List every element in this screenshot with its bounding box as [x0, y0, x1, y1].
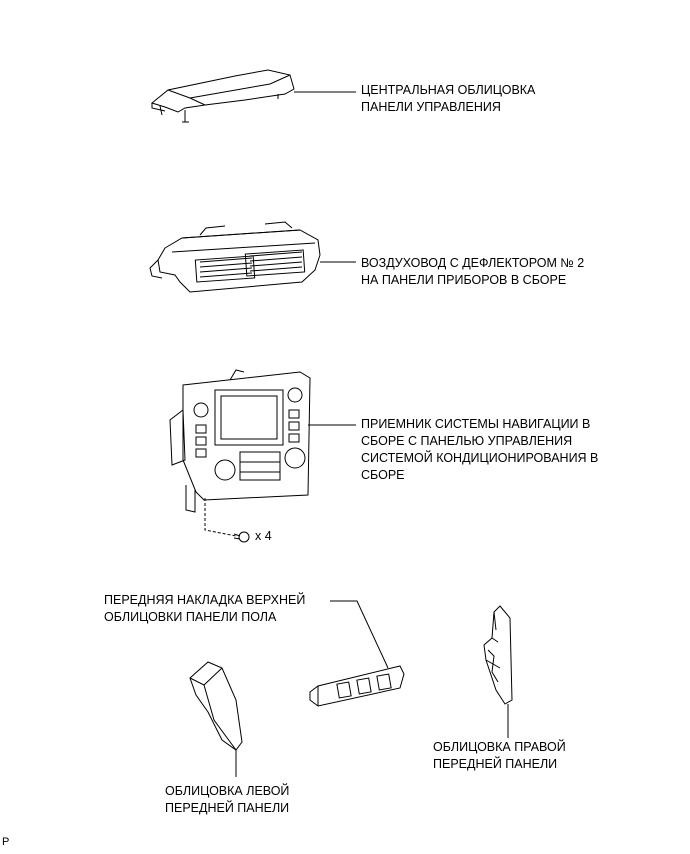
left-front-panel-label-line-1: ОБЛИЦОВКА ЛЕВОЙ: [165, 784, 290, 798]
navigation-receiver-label-line-3: СИСТЕМОЙ КОНДИЦИОНИРОВАНИЯ В: [361, 451, 599, 465]
front-console-panel-label: ПЕРЕДНЯЯ НАКЛАДКА ВЕРХНЕЙ ОБЛИЦОВКИ ПАНЕ…: [104, 592, 305, 626]
left-front-panel-part: [189, 661, 243, 751]
front-console-panel-label-line-1: ПЕРЕДНЯЯ НАКЛАДКА ВЕРХНЕЙ: [104, 593, 306, 607]
corner-mark: P: [2, 836, 10, 848]
navigation-receiver-label-line-2: СБОРЕ С ПАНЕЛЬЮ УПРАВЛЕНИЯ: [361, 434, 573, 448]
navigation-receiver-label-line-1: ПРИЕМНИК СИСТЕМЫ НАВИГАЦИИ В: [361, 417, 591, 431]
right-front-panel-part: [483, 605, 513, 705]
center-cover-part: [150, 69, 295, 123]
front-console-panel-part: [309, 665, 405, 707]
navigation-receiver-part: [169, 369, 311, 513]
air-duct-label: ВОЗДУХОВОД С ДЕФЛЕКТОРОМ № 2 НА ПАНЕЛИ П…: [361, 255, 584, 289]
air-duct-part: [149, 221, 321, 293]
left-front-panel-label-line-2: ПЕРЕДНЕЙ ПАНЕЛИ: [165, 801, 290, 815]
center-cover-label-line-1: ЦЕНТРАЛЬНАЯ ОБЛИЦОВКА: [361, 83, 536, 97]
left-front-panel-label: ОБЛИЦОВКА ЛЕВОЙ ПЕРЕДНЕЙ ПАНЕЛИ: [165, 783, 289, 817]
navigation-receiver-label-line-4: СБОРЕ: [361, 468, 405, 482]
screw-guide-dashed: [204, 498, 237, 537]
screw-icon: [233, 531, 250, 543]
right-front-panel-label-line-2: ПЕРЕДНЕЙ ПАНЕЛИ: [433, 757, 558, 771]
front-console-panel-label-line-2: ОБЛИЦОВКИ ПАНЕЛИ ПОЛА: [104, 610, 277, 624]
air-duct-label-line-1: ВОЗДУХОВОД С ДЕФЛЕКТОРОМ № 2: [361, 256, 585, 270]
front-console-panel-leader: [330, 600, 389, 669]
right-front-panel-label-line-1: ОБЛИЦОВКА ПРАВОЙ: [433, 740, 566, 754]
navigation-receiver-label: ПРИЕМНИК СИСТЕМЫ НАВИГАЦИИ В СБОРЕ С ПАН…: [361, 416, 598, 484]
screw-quantity: x 4: [255, 529, 272, 543]
center-cover-label-line-2: ПАНЕЛИ УПРАВЛЕНИЯ: [361, 100, 501, 114]
air-duct-label-line-2: НА ПАНЕЛИ ПРИБОРОВ В СБОРЕ: [361, 273, 567, 287]
center-cover-label: ЦЕНТРАЛЬНАЯ ОБЛИЦОВКА ПАНЕЛИ УПРАВЛЕНИЯ: [361, 82, 535, 116]
right-front-panel-label: ОБЛИЦОВКА ПРАВОЙ ПЕРЕДНЕЙ ПАНЕЛИ: [433, 739, 566, 773]
